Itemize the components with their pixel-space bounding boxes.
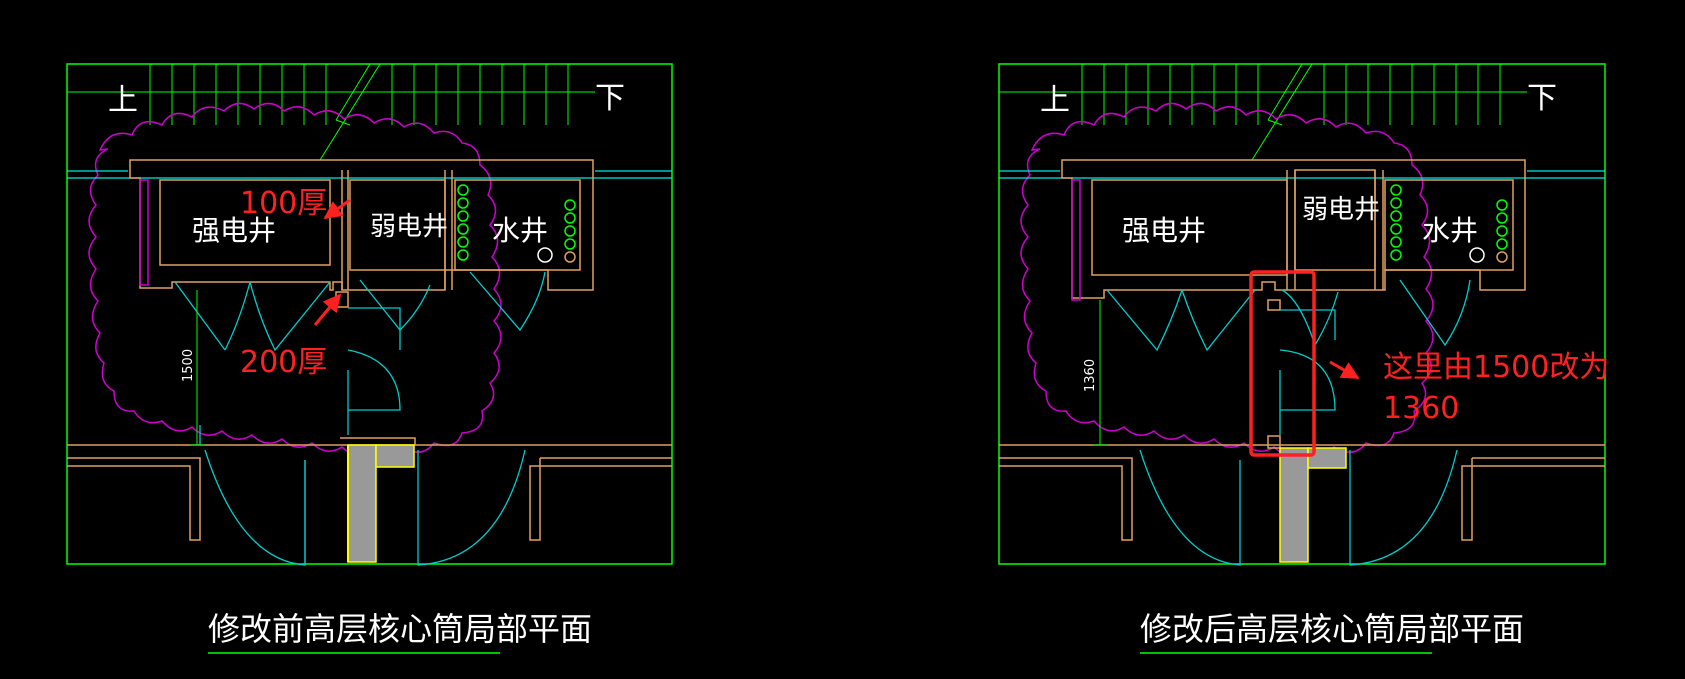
stair-up-label: 上	[108, 83, 138, 118]
doors	[174, 271, 546, 566]
grid-lines	[67, 170, 672, 179]
plan-after: 上 下	[998, 63, 1609, 654]
column	[1279, 447, 1347, 563]
stair-treads	[999, 63, 1527, 161]
stair-down-label: 下	[1527, 81, 1557, 116]
stair-down-label: 下	[595, 81, 625, 116]
drain-pipe	[1496, 251, 1508, 263]
plan-before: 上 下	[66, 63, 673, 654]
valve-icon	[537, 247, 553, 263]
column	[347, 444, 415, 563]
stair-up-label: 上	[1040, 83, 1070, 118]
pipes	[457, 184, 576, 261]
wall-accent	[139, 179, 149, 286]
drain-pipe	[564, 251, 576, 263]
annotation-change-line2: 1360	[1383, 391, 1459, 426]
annotation-arrow	[313, 293, 342, 326]
room-label-strong-shaft: 强电井	[1122, 214, 1206, 247]
grid-lines	[999, 170, 1605, 179]
annotation-200-thick: 200厚	[240, 345, 327, 380]
dimension-value: 1500	[181, 349, 196, 382]
dimension-value: 1360	[1083, 359, 1098, 392]
room-label-strong-shaft: 强电井	[192, 214, 276, 247]
annotation-arrow	[323, 198, 351, 220]
room-label-water-shaft: 水井	[1422, 214, 1478, 247]
room-label-weak-shaft: 弱电井	[1302, 195, 1380, 225]
valve-icon	[1469, 247, 1485, 263]
revision-cloud	[1020, 102, 1434, 456]
plan-caption: 修改后高层核心筒局部平面	[1140, 610, 1524, 648]
revision-cloud	[88, 102, 502, 456]
pipes	[1390, 184, 1508, 261]
annotation-change-line1: 这里由1500改为	[1383, 350, 1609, 385]
plan-caption: 修改前高层核心筒局部平面	[208, 610, 592, 648]
wall-accent	[1071, 179, 1081, 301]
room-label-water-shaft: 水井	[492, 214, 548, 247]
dimension-line	[190, 290, 205, 446]
annotation-arrow	[1329, 360, 1360, 380]
core-walls	[67, 159, 672, 541]
dimension-line	[1093, 300, 1108, 446]
annotation-100-thick: 100厚	[240, 186, 327, 221]
change-highlight-box	[1249, 270, 1316, 457]
room-label-weak-shaft: 弱电井	[370, 212, 448, 242]
